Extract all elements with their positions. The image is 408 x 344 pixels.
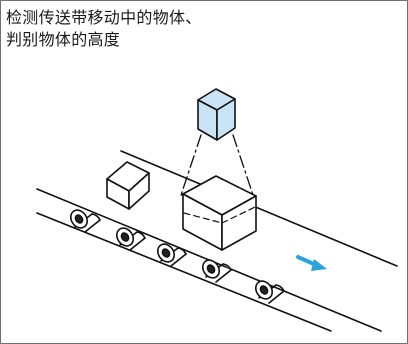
roller xyxy=(115,227,146,251)
belt-lower-edge xyxy=(36,212,332,332)
belt-back-edge xyxy=(120,150,398,267)
conveyor-rollers xyxy=(69,209,285,304)
conveyor-direction-arrow-icon xyxy=(296,255,327,271)
beam-footprint xyxy=(183,206,256,224)
roller xyxy=(201,259,232,283)
roller xyxy=(254,280,285,304)
caption-text: 检测传送带移动中的物体、 判别物体的高度 xyxy=(6,8,202,49)
large-box xyxy=(182,175,257,251)
small-box xyxy=(106,161,150,210)
roller xyxy=(69,209,101,233)
overhead-sensor-icon xyxy=(197,88,236,141)
roller xyxy=(156,243,187,267)
